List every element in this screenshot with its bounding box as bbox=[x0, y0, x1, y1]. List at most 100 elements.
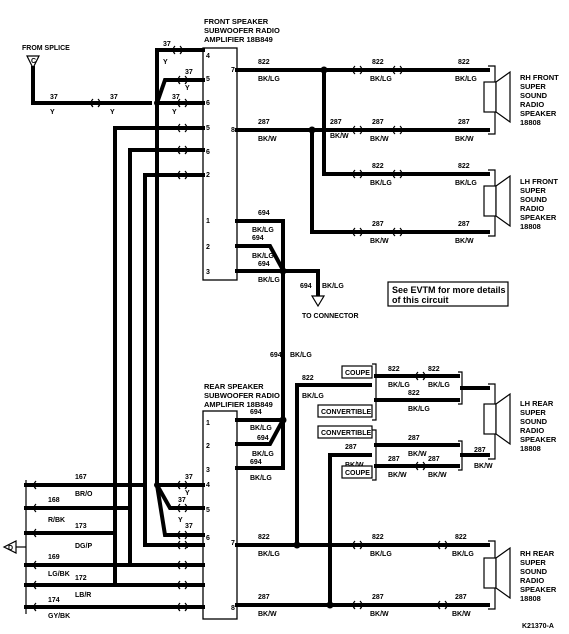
y-r1: Y bbox=[185, 490, 190, 497]
rear-pin-7: 7 bbox=[231, 540, 235, 547]
diagram-id: K21370-A bbox=[522, 623, 554, 630]
rh-front-4: RADIO bbox=[520, 100, 544, 109]
rear-output-wiring: 822 BK/LG 287 BK/W 822 BK/LG 287 BK/W 82… bbox=[235, 375, 490, 618]
bklg-f4: BK/LG bbox=[455, 76, 477, 83]
bklg-o3: BK/LG bbox=[408, 406, 430, 413]
c287-f6: 287 bbox=[458, 221, 470, 228]
c37-r2: 37 bbox=[178, 497, 186, 504]
c287-f4: 287 bbox=[372, 221, 384, 228]
front-amp-title-3: AMPLIFIER 18B849 bbox=[204, 35, 273, 44]
bkw-o1: BK/W bbox=[408, 451, 427, 458]
c694-r3: 694 bbox=[250, 459, 262, 466]
rear-pin-8: 8 bbox=[231, 605, 235, 612]
front-pin-5a: 5 bbox=[206, 76, 210, 83]
lh-rear-options: COUPE CONVERTIBLE CONVERTIBLE COUPE 822 … bbox=[317, 363, 493, 481]
front-pin-3: 3 bbox=[206, 269, 210, 276]
c37-label-5: 37 bbox=[172, 94, 180, 101]
bkw-r3: BK/W bbox=[452, 611, 471, 618]
rear-amp-title-2: SUBWOOFER RADIO bbox=[204, 391, 280, 400]
rh-front-1: RH FRONT bbox=[520, 73, 559, 82]
y-label-2: Y bbox=[110, 109, 115, 116]
c287-r4: 287 bbox=[345, 444, 357, 451]
bkw-o3: BK/W bbox=[428, 472, 447, 479]
bklg-694-5: BK/LG bbox=[290, 352, 312, 359]
bklg-r5: BK/LG bbox=[370, 551, 392, 558]
y-label-3: Y bbox=[163, 59, 168, 66]
bklg-o1: BK/LG bbox=[388, 382, 410, 389]
bklg-694-4: BK/LG bbox=[322, 283, 344, 290]
c694-5: 694 bbox=[270, 352, 282, 359]
c287-r1: 287 bbox=[258, 594, 270, 601]
y-label-1: Y bbox=[50, 109, 55, 116]
bkw-f3: BK/W bbox=[370, 136, 389, 143]
c287-r3: 287 bbox=[455, 594, 467, 601]
c37-r3: 37 bbox=[185, 523, 193, 530]
coupe-label-2: COUPE bbox=[345, 470, 370, 477]
y-label-4: Y bbox=[185, 85, 190, 92]
c287-f5: 287 bbox=[458, 119, 470, 126]
c37-label-3: 37 bbox=[163, 41, 171, 48]
front-pin-6a: 6 bbox=[206, 100, 210, 107]
bkw-f6: BK/W bbox=[455, 238, 474, 245]
coupe-label-1: COUPE bbox=[345, 370, 370, 377]
rh-rear-5: SPEAKER bbox=[520, 585, 557, 594]
c822-o1: 822 bbox=[388, 366, 400, 373]
bklg-694-2: BK/LG bbox=[252, 253, 274, 260]
rbk: R/BK bbox=[48, 517, 65, 524]
front-pin-6b: 6 bbox=[206, 149, 210, 156]
front-amplifier: FRONT SPEAKER SUBWOOFER RADIO AMPLIFIER … bbox=[202, 17, 280, 281]
from-splice-label: FROM SPLICE bbox=[22, 45, 70, 52]
lh-front-4: RADIO bbox=[520, 204, 544, 213]
lbr: LB/R bbox=[75, 592, 91, 599]
c174: 174 bbox=[48, 597, 60, 604]
rh-rear-6: 18808 bbox=[520, 594, 541, 603]
c694-r2: 694 bbox=[257, 435, 269, 442]
c694-1: 694 bbox=[258, 210, 270, 217]
rh-rear-3: SOUND bbox=[520, 567, 548, 576]
lh-rear-speaker: LH REAR SUPER SOUND RADIO SPEAKER 18808 bbox=[483, 383, 557, 460]
c37-label-4: 37 bbox=[185, 69, 193, 76]
c822-r4: 822 bbox=[302, 375, 314, 382]
y-label-5: Y bbox=[172, 109, 177, 116]
bklg-f2: BK/LG bbox=[370, 76, 392, 83]
c822-f5: 822 bbox=[458, 163, 470, 170]
splice-letter: C bbox=[31, 58, 36, 65]
bklg-f5: BK/LG bbox=[455, 180, 477, 187]
c822-r2: 822 bbox=[372, 534, 384, 541]
rear-amplifier: REAR SPEAKER SUBWOOFER RADIO AMPLIFIER 1… bbox=[202, 382, 280, 620]
lh-front-speaker: LH FRONT SUPER SOUND RADIO SPEAKER 18808 bbox=[483, 169, 558, 237]
c694-3: 694 bbox=[258, 261, 270, 268]
front-pin-1: 1 bbox=[206, 218, 210, 225]
rear-pin-4: 4 bbox=[206, 482, 210, 489]
c287-o4: 287 bbox=[474, 447, 486, 454]
rh-front-speaker: RH FRONT SUPER SOUND RADIO SPEAKER 18808 bbox=[483, 65, 559, 135]
rear-input-wiring: 37 Y 37 Y 37 Y bbox=[154, 474, 205, 550]
c287-r2: 287 bbox=[372, 594, 384, 601]
dgp: DG/P bbox=[75, 543, 92, 550]
bklg-r2: BK/LG bbox=[252, 451, 274, 458]
lh-front-1: LH FRONT bbox=[520, 177, 558, 186]
bklg-r1: BK/LG bbox=[250, 425, 272, 432]
front-pin-2a: 2 bbox=[206, 172, 210, 179]
lh-rear-1: LH REAR bbox=[520, 399, 554, 408]
lh-front-2: SUPER bbox=[520, 186, 546, 195]
rh-front-6: 18808 bbox=[520, 118, 541, 127]
front-amp-title-1: FRONT SPEAKER bbox=[204, 17, 269, 26]
c287-f3: 287 bbox=[372, 119, 384, 126]
lh-rear-2: SUPER bbox=[520, 408, 546, 417]
lh-rear-5: SPEAKER bbox=[520, 435, 557, 444]
rear-pin-1: 1 bbox=[206, 420, 210, 427]
c37-label-1: 37 bbox=[50, 94, 58, 101]
c168: 168 bbox=[48, 497, 60, 504]
lh-front-5: SPEAKER bbox=[520, 213, 557, 222]
rear-694-wiring: 694 BK/LG 694 BK/LG 694 BK/LG bbox=[235, 409, 287, 482]
bklg-694-1: BK/LG bbox=[252, 227, 274, 234]
rear-pin-6: 6 bbox=[206, 535, 210, 542]
rear-pin-5: 5 bbox=[206, 507, 210, 514]
note-line-2: of this circuit bbox=[392, 295, 449, 305]
connector-d-letter: D bbox=[8, 545, 13, 552]
front-pin-2b: 2 bbox=[206, 244, 210, 251]
y-r2: Y bbox=[178, 517, 183, 524]
c37-label-2: 37 bbox=[110, 94, 118, 101]
